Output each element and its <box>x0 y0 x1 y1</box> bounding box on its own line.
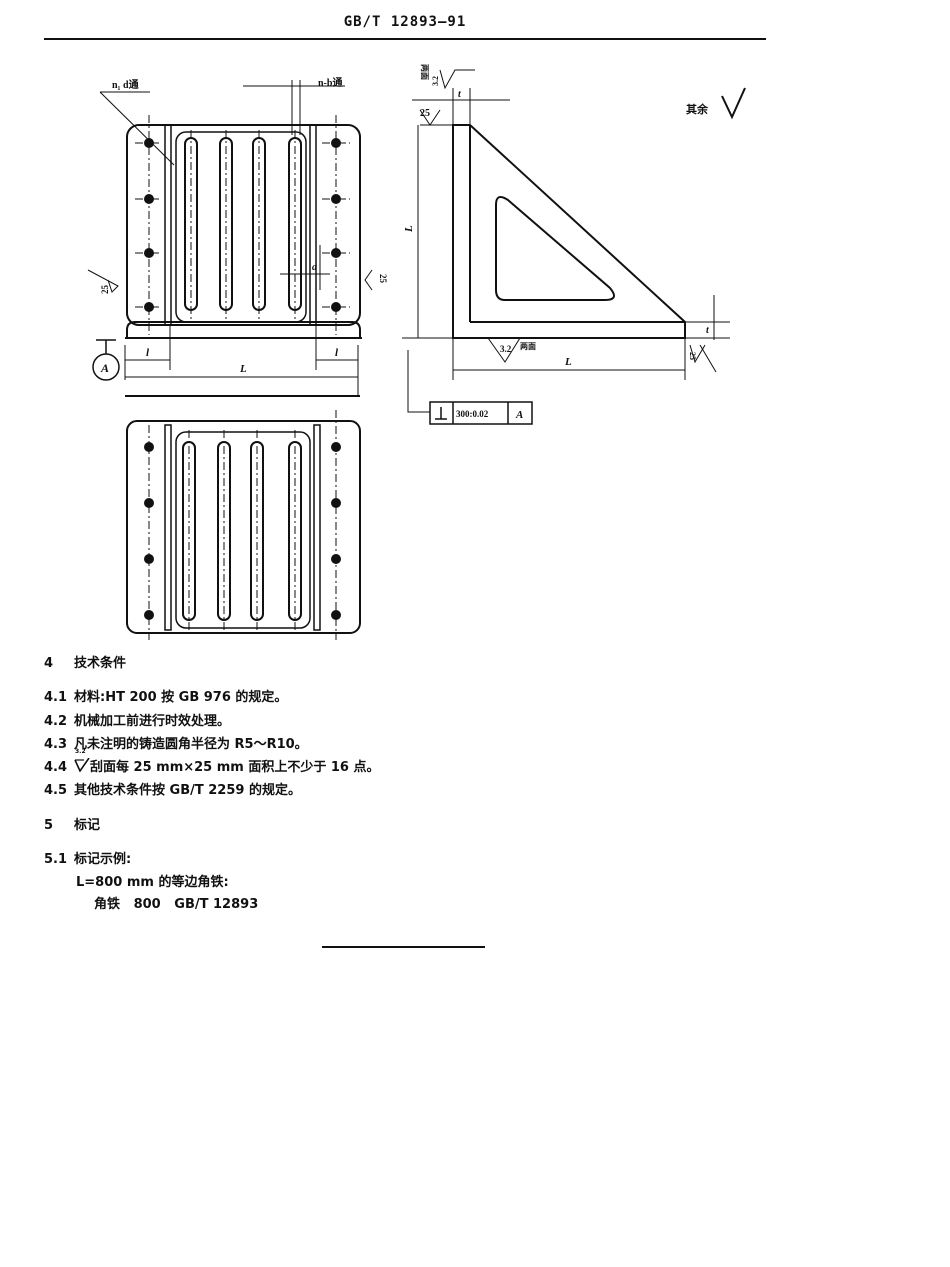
l-right-label: l <box>335 347 339 359</box>
front-view-outline <box>126 124 361 326</box>
rough25-bottom: 25 <box>688 352 697 360</box>
marking-example-description: L=800 mm 的等边角铁: <box>76 875 229 890</box>
side-t-right: t <box>706 325 710 336</box>
side-view-outline <box>452 124 686 339</box>
bolt-hole <box>144 610 154 620</box>
bolt-hole <box>331 248 341 258</box>
marking-example: 角铁 800 GB/T 12893 <box>94 897 259 912</box>
document-header: GB/T 12893—91 <box>343 14 467 30</box>
L-front-label: L <box>239 363 247 375</box>
rough25-left: 25 <box>100 285 110 295</box>
bolt-hole <box>331 138 341 148</box>
l-left-label: l <box>146 347 150 359</box>
both-sides-top: 两面 <box>420 64 429 80</box>
a-label: a <box>312 262 317 273</box>
rough25-right: 25 <box>378 274 388 284</box>
remainder-roughness-symbol <box>721 87 746 120</box>
rough32-bottom: 3.2 <box>500 344 512 354</box>
tolerance-datum: A <box>515 409 523 421</box>
side-view-window <box>495 195 615 301</box>
plan-view-outline <box>126 420 361 634</box>
bolt-hole <box>331 442 341 452</box>
bolt-hole <box>331 554 341 564</box>
bolt-hole <box>144 194 154 204</box>
bolt-hole <box>144 248 154 258</box>
end-rule <box>322 946 485 948</box>
header-rule <box>44 38 766 40</box>
both-sides-bottom: 两面 <box>520 342 536 351</box>
remainder-label: 其余 <box>686 102 709 116</box>
rough25-side: 25 <box>420 108 430 119</box>
bolt-hole <box>144 138 154 148</box>
side-L-horizontal: L <box>564 356 572 368</box>
datum-label: A <box>100 361 109 375</box>
rough32-top: 3.2 <box>431 76 440 86</box>
geometric-tolerance-frame <box>429 401 533 425</box>
bolt-hole <box>331 498 341 508</box>
bolt-hole <box>331 194 341 204</box>
roughness-symbol: 3.2 <box>74 748 90 772</box>
bolt-hole <box>144 498 154 508</box>
tolerance-value: 300:0.02 <box>456 409 489 419</box>
bolt-hole <box>331 302 341 312</box>
holes-label: n₁ d通 <box>112 79 139 91</box>
side-t-top: t <box>458 89 462 100</box>
bolt-hole <box>144 554 154 564</box>
bolt-hole <box>144 302 154 312</box>
side-L-vertical: L <box>403 225 415 233</box>
bolt-hole <box>331 610 341 620</box>
bolt-hole <box>144 442 154 452</box>
technical-drawing: n₁ d通 n-b通 l l L a A 25 25 <box>87 64 746 640</box>
slots-label: n-b通 <box>318 77 342 89</box>
